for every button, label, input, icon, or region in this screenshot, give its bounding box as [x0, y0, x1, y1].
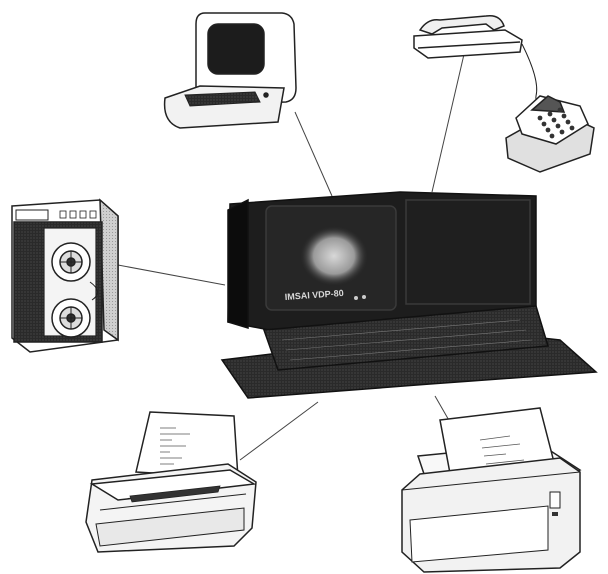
- crt-terminal: [165, 13, 296, 128]
- connector-tape: [118, 265, 225, 285]
- large-printer: [402, 408, 580, 572]
- tape-label-panel: [16, 210, 48, 220]
- reel-tape-drive: [12, 200, 118, 352]
- telephone-modem: [414, 16, 594, 172]
- terminal-screen: [208, 24, 264, 74]
- connector-phone: [432, 50, 465, 192]
- connector-terminal: [295, 112, 332, 196]
- connector-small-printer: [240, 402, 318, 460]
- imsai-vdp-80-computer: IMSAI VDP-80: [222, 192, 596, 398]
- tape-reel-bottom: [52, 299, 90, 337]
- tape-reel-top: [52, 243, 90, 281]
- vdp-right-panel: [406, 200, 530, 304]
- small-printer: [86, 412, 256, 552]
